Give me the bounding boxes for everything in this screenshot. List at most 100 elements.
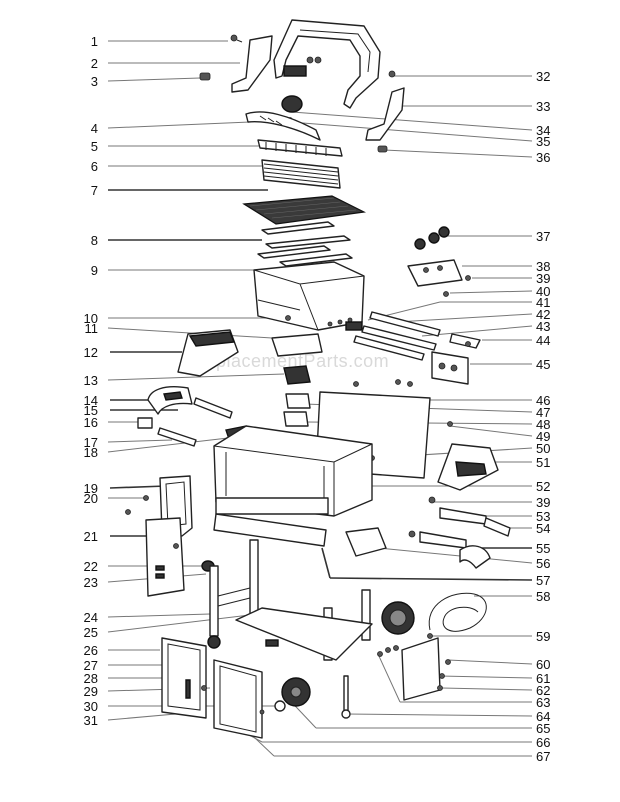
- callout-8: 8: [91, 233, 98, 248]
- callout-4: 4: [91, 121, 98, 136]
- callout-50: 50: [536, 441, 550, 456]
- callout-51: 51: [536, 455, 550, 470]
- door-left: [161, 637, 207, 719]
- callout-49: 49: [536, 429, 550, 444]
- callout-47: 47: [536, 405, 550, 420]
- callout-60: 60: [536, 657, 550, 672]
- callout-57: 57: [536, 573, 550, 588]
- flavor-bars: [257, 221, 353, 267]
- callout-29: 29: [84, 684, 98, 699]
- callout-23: 23: [84, 575, 98, 590]
- callout-9: 9: [91, 263, 98, 278]
- left-panel: [145, 517, 185, 597]
- callout-64: 64: [536, 709, 550, 724]
- wheel: [281, 677, 311, 707]
- callout-numbers-left: 1 2 3 4 5 6 7 8 9 10 11 12 13 14 15 16 1…: [84, 34, 98, 728]
- callout-31: 31: [84, 713, 98, 728]
- callout-numbers-right: 32 33 34 35 36 37 38 39 40 41 42 43 44 4…: [536, 69, 550, 764]
- callout-66: 66: [536, 735, 550, 750]
- callout-35: 35: [536, 134, 550, 149]
- callout-59: 59: [536, 629, 550, 644]
- side-table-left: [177, 329, 239, 377]
- callout-39-a: 39: [536, 271, 550, 286]
- storage-basket: [345, 527, 387, 557]
- callout-62: 62: [536, 683, 550, 698]
- catch-pan: [285, 393, 311, 409]
- callout-21: 21: [84, 529, 98, 544]
- cookbox: [253, 261, 365, 331]
- callout-2: 2: [91, 56, 98, 71]
- leg-rod: [157, 427, 197, 447]
- callout-56: 56: [536, 556, 550, 571]
- lid-inner: [299, 29, 371, 73]
- callout-48: 48: [536, 417, 550, 432]
- end-cap-left: [231, 35, 273, 93]
- callout-28: 28: [84, 671, 98, 686]
- callout-10: 10: [84, 311, 98, 326]
- cart-frame: [213, 425, 373, 547]
- right-panel: [401, 637, 441, 701]
- callout-52: 52: [536, 479, 550, 494]
- warming-rack: [257, 139, 343, 157]
- callout-20: 20: [84, 491, 98, 506]
- callout-65: 65: [536, 721, 550, 736]
- callout-24: 24: [84, 610, 98, 625]
- callout-44: 44: [536, 333, 550, 348]
- callout-37: 37: [536, 229, 550, 244]
- catch-pan-holder: [283, 365, 311, 385]
- door-right: [213, 659, 265, 739]
- callout-40: 40: [536, 284, 550, 299]
- control-knob: [281, 95, 303, 113]
- gas-hose: [428, 592, 487, 632]
- callout-53: 53: [536, 509, 550, 524]
- callout-19: 19: [84, 481, 98, 496]
- callout-58: 58: [536, 589, 550, 604]
- callout-34: 34: [536, 123, 550, 138]
- callout-25: 25: [84, 625, 98, 640]
- callout-12: 12: [84, 345, 98, 360]
- bottom-tray: [271, 333, 323, 357]
- callout-16: 16: [84, 415, 98, 430]
- callout-15: 15: [84, 403, 98, 418]
- lid-badge: [283, 65, 307, 77]
- cooking-grate: [261, 159, 341, 189]
- lid-frame: [273, 19, 381, 109]
- callout-27: 27: [84, 658, 98, 673]
- callout-54: 54: [536, 521, 550, 536]
- callout-38: 38: [536, 259, 550, 274]
- bolt-part: [199, 72, 211, 81]
- callout-36: 36: [536, 150, 550, 165]
- callout-67: 67: [536, 749, 550, 764]
- callout-6: 6: [91, 159, 98, 174]
- tank-scale: [147, 386, 193, 415]
- callout-11: 11: [85, 321, 99, 336]
- bottom-shelf: [235, 607, 373, 661]
- end-cap-right: [365, 87, 405, 141]
- side-table-right: [437, 443, 499, 491]
- igniter: [343, 675, 349, 713]
- callout-33: 33: [536, 99, 550, 114]
- callout-7: 7: [91, 183, 98, 198]
- callout-30: 30: [84, 699, 98, 714]
- callout-5: 5: [91, 139, 98, 154]
- callout-63: 63: [536, 695, 550, 710]
- regulator: [381, 601, 415, 635]
- callout-14: 14: [84, 393, 98, 408]
- burner-assembly: [345, 226, 481, 387]
- lid-handle: [245, 111, 321, 141]
- callout-45: 45: [536, 357, 550, 372]
- callout-1: 1: [91, 34, 98, 49]
- callout-39-b: 39: [536, 495, 550, 510]
- parts-artwork: [125, 19, 511, 739]
- callout-22: 22: [84, 559, 98, 574]
- screw-right: [388, 70, 396, 78]
- callout-43: 43: [536, 319, 550, 334]
- callout-3: 3: [91, 74, 98, 89]
- callout-17: 17: [84, 435, 98, 450]
- callout-13: 13: [84, 373, 98, 388]
- screw-part: [230, 34, 243, 43]
- callout-26: 26: [84, 643, 98, 658]
- callout-41: 41: [536, 295, 550, 310]
- callout-61: 61: [536, 671, 550, 686]
